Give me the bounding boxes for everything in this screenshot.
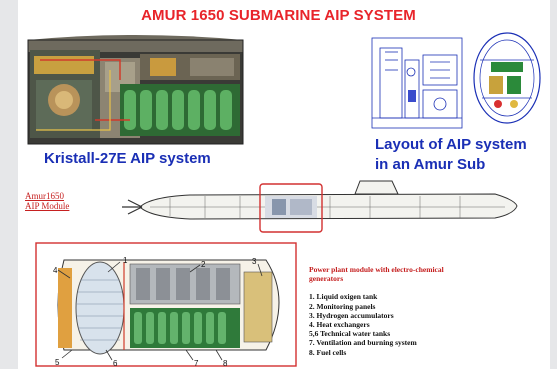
- layout-cross-section-illustration: [473, 32, 541, 124]
- module-label: Amur1650 AIP Module: [25, 191, 69, 211]
- legend-item: 8. Fuel cells: [309, 347, 347, 357]
- layout-caption-line1: Layout of AIP system: [375, 136, 527, 153]
- left-margin: [0, 0, 18, 369]
- kristall-caption: Kristall-27E AIP system: [44, 150, 211, 167]
- layout-side-view-illustration: [371, 37, 463, 129]
- page-title: AMUR 1650 SUBMARINE AIP SYSTEM: [141, 7, 416, 24]
- layout-caption-line2: in an Amur Sub: [375, 156, 486, 173]
- legend: Power plant module with electro-chemical…: [309, 265, 549, 357]
- legend-item: 5,6 Technical water tanks: [309, 329, 391, 339]
- callout-5: 5: [55, 358, 60, 367]
- legend-item: 1. Liquid oxigen tank: [309, 292, 378, 302]
- callout-7: 7: [194, 359, 199, 368]
- module-label-line2: AIP Module: [25, 201, 70, 211]
- callout-8: 8: [223, 359, 228, 368]
- kristall-cutaway-illustration: [27, 35, 244, 145]
- power-module-illustration: [35, 242, 297, 367]
- callout-numbers: 4 1 2 3 5 6 7 8: [53, 256, 257, 368]
- right-margin: [550, 0, 557, 369]
- legend-heading-line1: Power plant module with electro-chemical: [309, 265, 444, 274]
- callout-6: 6: [113, 359, 118, 368]
- legend-item: 4. Heat exchangers: [309, 320, 370, 330]
- legend-heading-line2: generators: [309, 274, 344, 284]
- callout-1: 1: [123, 256, 128, 265]
- callout-2: 2: [201, 260, 206, 269]
- legend-item: 7. Ventilation and burning system: [309, 338, 417, 348]
- layout-side-view-detail: [408, 90, 416, 102]
- callout-4: 4: [53, 266, 58, 275]
- legend-item: 3. Hydrogen accumulators: [309, 310, 394, 320]
- callout-3: 3: [252, 257, 257, 266]
- legend-item: 2. Monitoring panels: [309, 301, 376, 311]
- legend-heading: Power plant module with electro-chemical…: [309, 265, 549, 283]
- submarine-profile-illustration: [122, 180, 518, 233]
- module-label-line1: Amur1650: [25, 191, 64, 201]
